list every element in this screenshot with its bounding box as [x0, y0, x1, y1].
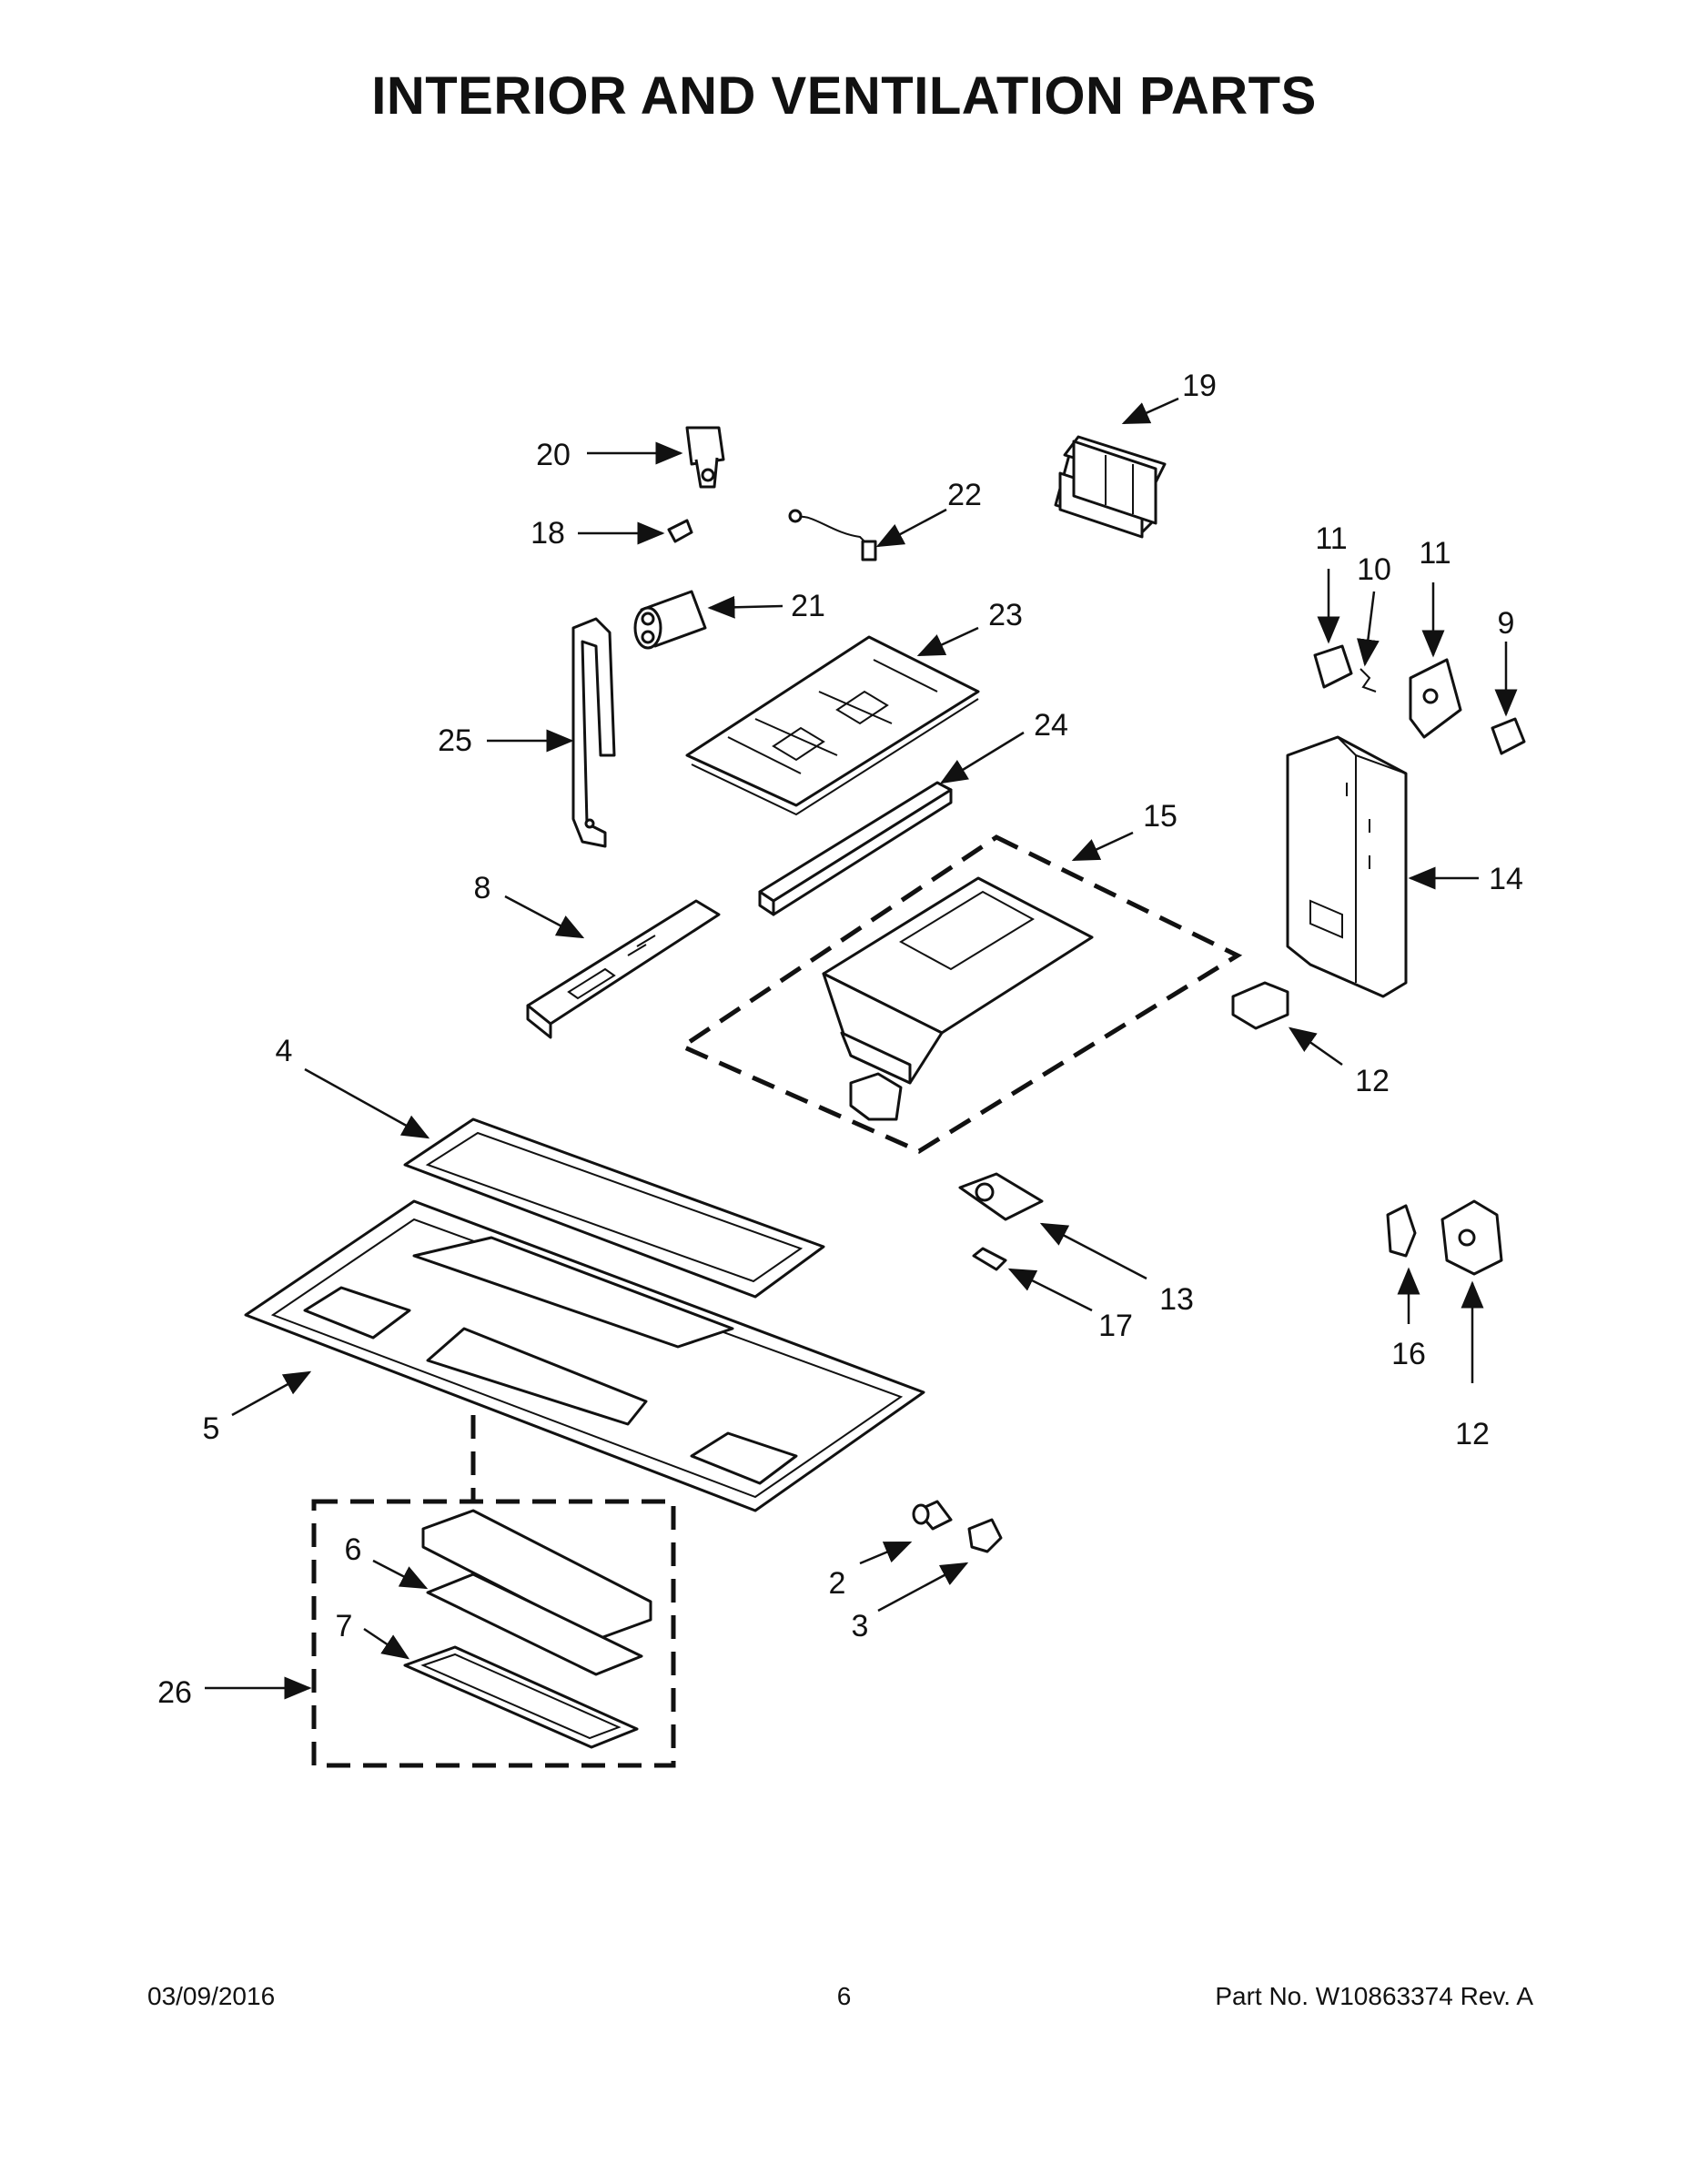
callout-22: 22 [947, 478, 982, 512]
callout-2: 3 [851, 1609, 869, 1643]
part-5-filter-frame [421, 1509, 652, 1676]
part-6-filter-tray [403, 1645, 639, 1749]
part-10-switch [1313, 644, 1353, 689]
callout-21: 21 [791, 589, 825, 623]
part-3-filter [403, 1117, 825, 1299]
part-14-duct [1286, 735, 1408, 998]
part-19-transformer [1054, 435, 1167, 539]
callout-9: 10 [1357, 552, 1391, 587]
callout-17: 17 [1098, 1309, 1133, 1343]
part-12-block [1231, 981, 1289, 1030]
callout-15: 15 [1143, 799, 1178, 834]
part-1-lamp [912, 1500, 953, 1531]
part-25-bracket [571, 617, 616, 848]
callout-24: 24 [1034, 708, 1068, 743]
part-9-spring [1359, 668, 1377, 693]
callout-1: 2 [828, 1566, 846, 1601]
callout-14: 14 [1489, 862, 1523, 896]
part-20-switch [685, 426, 725, 489]
callout-16: 16 [1391, 1337, 1426, 1371]
part-7-bracket [526, 899, 721, 1039]
part-26-charcoal-filter-group [311, 1499, 676, 1768]
part-4-base-panel [244, 1199, 925, 1512]
part-16-switch [1386, 1204, 1417, 1258]
callout-8: 9 [1497, 606, 1515, 641]
callout-11-upper: 11 [1419, 536, 1451, 571]
callout-19: 19 [1182, 369, 1217, 403]
part-15-vent-assembly-group [677, 834, 1243, 1154]
part-24-bar [758, 781, 953, 916]
callout-20: 20 [536, 438, 571, 472]
part-21-capacitor [633, 590, 707, 650]
callout-5: 6 [344, 1532, 362, 1567]
part-22-wire [788, 509, 877, 561]
callout-23: 23 [988, 598, 1023, 632]
callout-25: 25 [438, 723, 472, 758]
callout-10: 11 [1315, 521, 1348, 556]
callout-18: 18 [531, 516, 565, 551]
callout-26: 26 [157, 1675, 192, 1710]
leader-lines [205, 397, 1518, 1700]
footer-page-number: 6 [836, 1982, 852, 2010]
callout-6: 7 [335, 1609, 353, 1643]
callout-3: 4 [275, 1034, 293, 1068]
callout-13: 13 [1159, 1282, 1194, 1317]
callout-11-lower: 12 [1455, 1417, 1490, 1451]
page-title: INTERIOR AND VENTILATION PARTS [371, 66, 1317, 126]
part-11-interlock [1409, 658, 1462, 739]
callout-12: 12 [1355, 1064, 1390, 1098]
part-18-clip [667, 519, 693, 543]
part-8-fuse [1491, 717, 1526, 755]
footer-date: 03/09/2016 [147, 1982, 276, 2010]
part-23-mounting-plate [685, 635, 980, 816]
part-2-lamp-socket [967, 1518, 1003, 1553]
part-17-bulb [972, 1247, 1007, 1271]
part-13-lamp-socket [958, 1172, 1044, 1221]
footer-part-number: Part No. W10863374 Rev. A [1215, 1982, 1533, 2010]
callout-7: 8 [473, 871, 491, 905]
callout-4: 5 [202, 1411, 220, 1446]
part-11-interlock-lower [1440, 1199, 1503, 1276]
